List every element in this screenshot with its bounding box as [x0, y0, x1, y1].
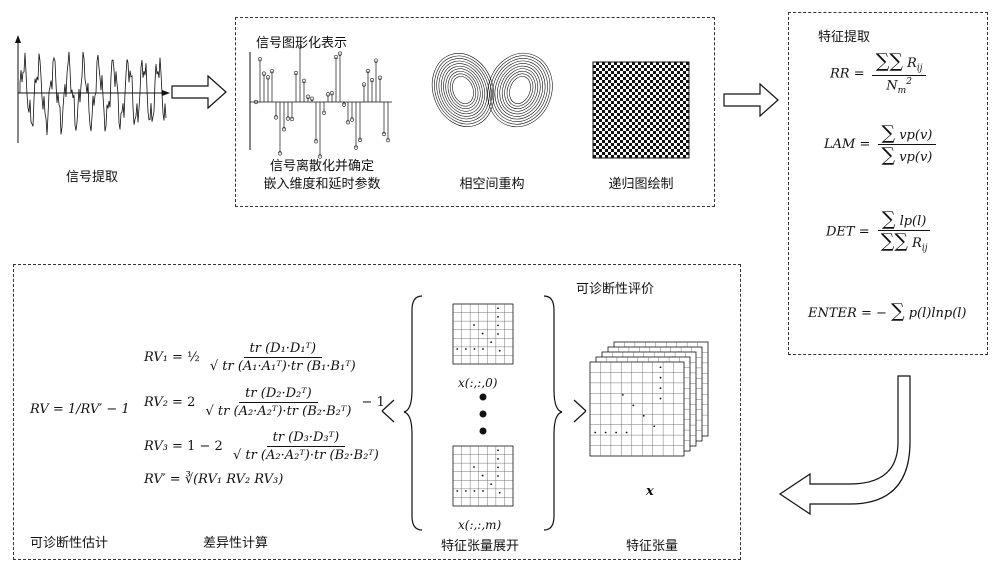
formula-det: DET = ∑ lp(l)∑∑ Rij [826, 210, 934, 254]
feature-tensor-symbol: x [646, 484, 654, 499]
signal-waveform [15, 35, 170, 143]
formula-lam-lhs: LAM = [824, 137, 871, 152]
graph-representation-title: 信号图形化表示 [256, 36, 348, 51]
double-arrow-icon [573, 399, 587, 423]
formula-enter: ENTER = − ∑ p(l)lnp(l) [808, 300, 967, 322]
recurrence-plot-label: 递归图绘制 [608, 177, 674, 192]
curved-arrow-icon [778, 375, 911, 516]
difference-calc-label: 差异性计算 [203, 536, 269, 551]
formula-rv2-lhs: RV₂ = [144, 395, 183, 410]
formula-rv3-lhs: RV₃ = [144, 439, 183, 454]
feature-extraction-title: 特征提取 [818, 30, 871, 45]
formula-rv2: RV₂ = 2 tr (D₂·D₂ᵀ)√ tr (A₂·A₂ᵀ)·tr (B₂·… [144, 386, 385, 419]
slice-m-label: x(:,:,m) [458, 518, 502, 532]
formula-rv-prime: RV′ = ∛(RV₁ RV₂ RV₃) [144, 472, 284, 487]
feature-extraction-panel [788, 12, 988, 355]
feature-tensor-label: 特征张量 [625, 539, 679, 554]
arrow-right-icon [723, 82, 779, 118]
signal-extraction-label: 信号提取 [65, 170, 119, 185]
formula-rv3: RV₃ = 1 − 2 tr (D₃·D₃ᵀ)√ tr (A₂·A₂ᵀ)·tr … [144, 430, 379, 463]
discretized-signal-plot [249, 44, 392, 159]
discretize-label-line2: 嵌入维度和延时参数 [263, 177, 381, 192]
diagnosability-panel [13, 264, 741, 560]
phase-space-label: 相空间重构 [459, 177, 525, 192]
formula-rv1-lhs: RV₁ = [144, 350, 183, 365]
phase-space-attractor [431, 52, 553, 128]
tensor-unfold-group [403, 295, 563, 531]
discretize-label-line1: 信号离散化并确定 [269, 159, 375, 174]
arrow-right-icon [171, 74, 227, 110]
formula-rv1: RV₁ = ½ tr (D₁·D₁ᵀ)√ tr (A₁·A₁ᵀ)·tr (B₁·… [144, 341, 356, 374]
feature-tensor-stack [589, 341, 709, 457]
tensor-unfold-label: 特征张量展开 [440, 539, 520, 554]
graph-representation-panel [235, 17, 715, 207]
slice-0-label: x(:,:,0) [458, 376, 498, 390]
recurrence-plot-image [592, 61, 690, 159]
formula-enter-lhs: ENTER = − [808, 306, 887, 321]
formula-rr-lhs: RR = [830, 66, 865, 82]
diagnosability-estimate-label: 可诊断性估计 [30, 536, 109, 551]
formula-rv-main: RV = 1/RV′ − 1 [30, 402, 130, 417]
double-arrow-icon [381, 399, 395, 423]
formula-lam: LAM = ∑ vp(v)∑ vp(v) [824, 124, 939, 165]
diagnosability-eval-label: 可诊断性评价 [576, 282, 655, 297]
formula-det-lhs: DET = [826, 224, 870, 240]
